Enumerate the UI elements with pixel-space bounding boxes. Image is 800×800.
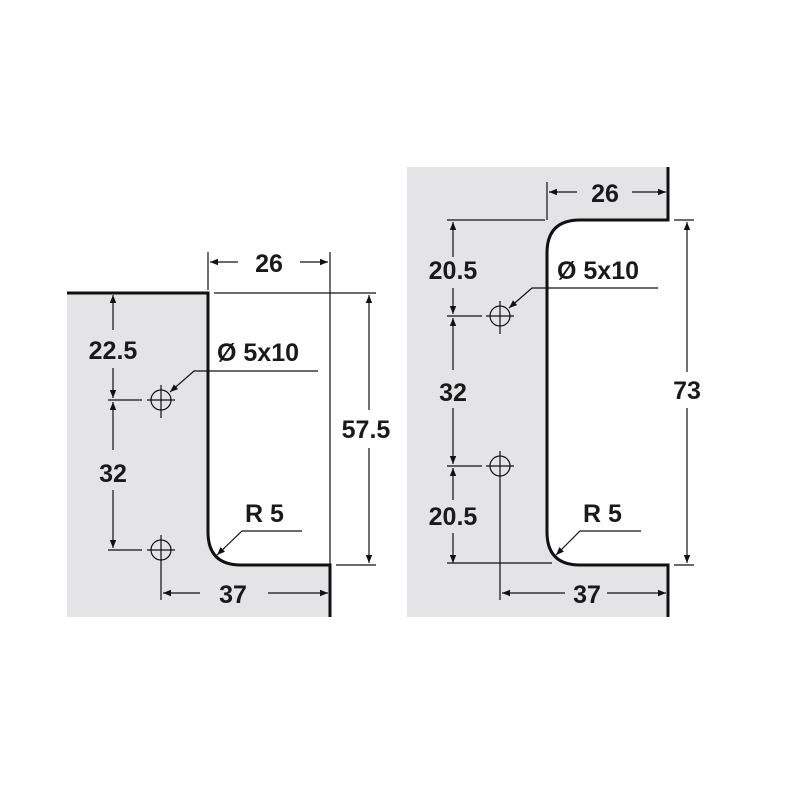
left-hole-spacing-label: 32 [99, 460, 127, 488]
right-hole-to-bottom-label: 20.5 [429, 503, 478, 531]
right-hole-top [486, 301, 514, 334]
right-hole-spacing-label: 32 [439, 379, 467, 407]
left-width-top-label: 26 [255, 250, 283, 278]
left-hole-bottom [147, 535, 175, 600]
left-diagram: 26 57.5 22.5 32 Ø 5x10 R 5 [67, 250, 390, 617]
left-profile-edge [67, 291, 332, 617]
right-width-bottom-label: 37 [573, 581, 601, 609]
right-height-label: 73 [673, 377, 701, 405]
left-height-label: 57.5 [342, 416, 391, 444]
left-hole-top [147, 385, 175, 418]
right-panel [407, 167, 668, 617]
left-panel [67, 293, 330, 617]
right-profile-edge [545, 167, 670, 617]
left-hole-size-label: Ø 5x10 [217, 339, 299, 367]
left-width-bottom-label: 37 [219, 581, 247, 609]
right-hole-size-label: Ø 5x10 [557, 257, 639, 285]
right-hole-bottom [486, 451, 514, 600]
right-radius-label: R 5 [583, 500, 622, 528]
right-diagram: 26 73 20.5 32 20.5 [407, 167, 701, 617]
left-hole-to-top-label: 22.5 [89, 337, 138, 365]
right-width-top-label: 26 [591, 180, 619, 208]
right-hole-to-top-label: 20.5 [429, 257, 478, 285]
left-radius-label: R 5 [245, 500, 284, 528]
